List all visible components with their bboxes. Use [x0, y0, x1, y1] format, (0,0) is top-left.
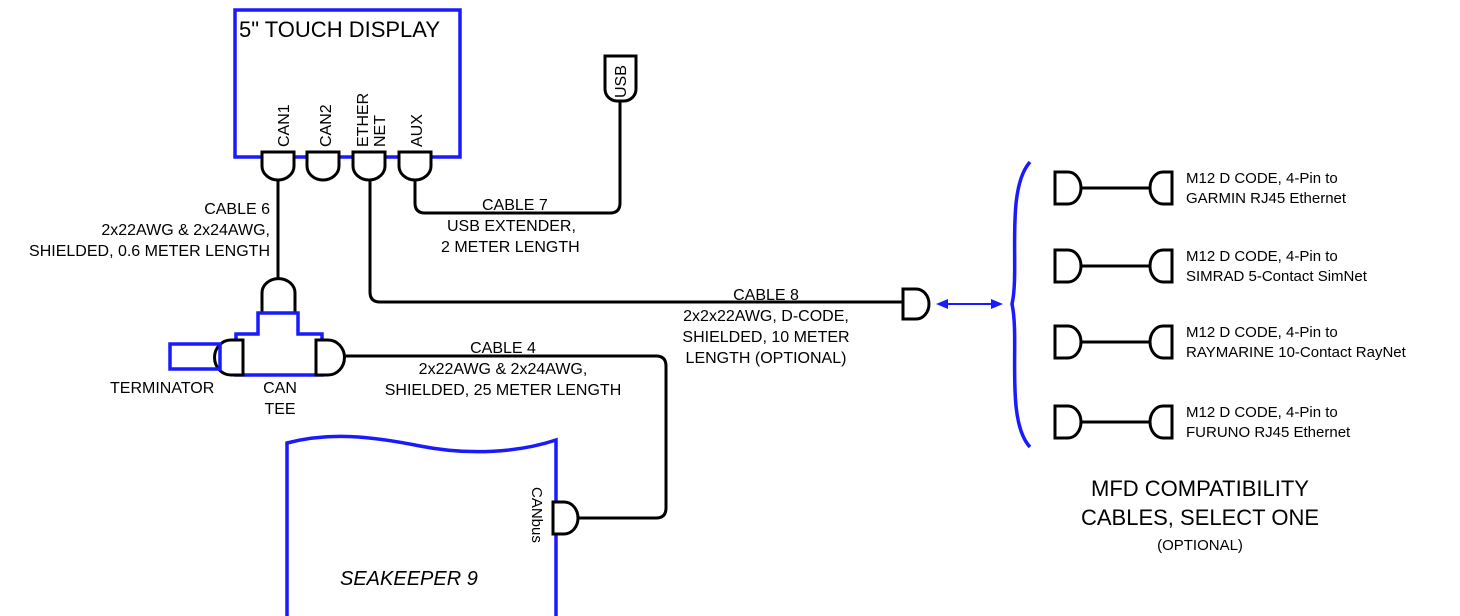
mfd-option-line2: RAYMARINE 10-Contact RayNet: [1186, 344, 1407, 361]
cable8-connector: [901, 287, 931, 321]
terminator-outline: [168, 342, 222, 371]
port-label-net: NET: [372, 115, 389, 147]
mfd-option-right-connector: [1148, 170, 1174, 206]
mfd-option-line1: M12 D CODE, 4-Pin to: [1186, 324, 1338, 341]
mfd-option-left-connector: [1053, 248, 1083, 284]
can2-connector: [305, 150, 341, 182]
seakeeper-unit: SEAKEEPER 9 CANbus: [285, 434, 580, 616]
cable7-label: CABLE 7 USB EXTENDER, 2 METER LENGTH: [441, 197, 580, 256]
cable4-title: CABLE 4: [470, 340, 536, 357]
can-tee-right-connector: [314, 338, 346, 377]
mfd-option-line1: M12 D CODE, 4-Pin to: [1186, 404, 1338, 421]
mfd-option-right-connector: [1148, 324, 1174, 360]
cable4-label: CABLE 4 2x22AWG & 2x24AWG, SHIELDED, 25 …: [385, 340, 622, 399]
cable7-title: CABLE 7: [482, 197, 548, 214]
cable6-label: CABLE 6 2x22AWG & 2x24AWG, SHIELDED, 0.6…: [29, 201, 270, 260]
mfd-option-simrad: M12 D CODE, 4-Pin to SIMRAD 5-Contact Si…: [1053, 248, 1368, 285]
mfd-option-line1: M12 D CODE, 4-Pin to: [1186, 170, 1338, 187]
touch-display-title: 5" TOUCH DISPLAY: [239, 17, 440, 42]
mfd-option-left-connector: [1053, 324, 1083, 360]
cable7-line1: USB EXTENDER,: [447, 218, 576, 235]
mfd-option-line2: GARMIN RJ45 Ethernet: [1186, 190, 1347, 207]
mfd-caption: MFD COMPATIBILITY CABLES, SELECT ONE (OP…: [1081, 476, 1319, 554]
cable6-line2: SHIELDED, 0.6 METER LENGTH: [29, 243, 270, 260]
cable6-title: CABLE 6: [204, 201, 270, 218]
seakeeper-title: SEAKEEPER 9: [340, 568, 478, 590]
mfd-option-line2: FURUNO RJ45 Ethernet: [1186, 424, 1351, 441]
double-arrow-icon: [936, 299, 1003, 309]
mfd-caption-line1: MFD COMPATIBILITY: [1091, 476, 1309, 501]
canbus-connector: [551, 500, 580, 536]
mfd-option-line2: SIMRAD 5-Contact SimNet: [1186, 268, 1368, 285]
cable7-wire: [413, 101, 622, 215]
mfd-option-raymarine: M12 D CODE, 4-Pin to RAYMARINE 10-Contac…: [1053, 324, 1407, 361]
usb-label: USB: [613, 65, 630, 98]
usb-connector: [603, 54, 638, 103]
cable8-line1: 2x2x22AWG, D-CODE,: [683, 308, 849, 325]
mfd-caption-line2: CABLES, SELECT ONE: [1081, 505, 1319, 530]
mfd-option-right-connector: [1148, 248, 1174, 284]
mfd-option-left-connector: [1053, 404, 1083, 440]
port-label-ether: ETHER: [355, 93, 372, 147]
touch-display: 5" TOUCH DISPLAY CAN1 CAN2 ETHER NET AUX: [233, 8, 462, 182]
port-label-aux: AUX: [409, 114, 426, 147]
cable4-line1: 2x22AWG & 2x24AWG,: [419, 361, 588, 378]
mfd-option-furuno: M12 D CODE, 4-Pin to FURUNO RJ45 Etherne…: [1053, 404, 1351, 441]
can1-connector: [260, 150, 296, 182]
can-tee-line1: CAN: [263, 380, 297, 397]
ethernet-connector: [351, 150, 387, 182]
mfd-option-line1: M12 D CODE, 4-Pin to: [1186, 248, 1338, 265]
mfd-option-left-connector: [1053, 170, 1083, 206]
cable4-wire: [344, 354, 668, 520]
cable8-line2: SHIELDED, 10 METER: [682, 329, 849, 346]
options-bracket: [1010, 160, 1032, 449]
cable8-line3: LENGTH (OPTIONAL): [686, 350, 847, 367]
can-tee-line2: TEE: [264, 401, 295, 418]
cable8-title: CABLE 8: [733, 287, 799, 304]
port-label-can2: CAN2: [318, 104, 335, 147]
terminator: TERMINATOR: [110, 342, 222, 397]
cable4-line2: SHIELDED, 25 METER LENGTH: [385, 382, 622, 399]
terminator-label: TERMINATOR: [110, 380, 214, 397]
port-label-can1: CAN1: [276, 104, 293, 147]
seakeeper-outline: [285, 434, 558, 616]
usb-plug: USB: [603, 54, 638, 103]
cable7-line2: 2 METER LENGTH: [441, 239, 580, 256]
mfd-option-right-connector: [1148, 404, 1174, 440]
cable6-line1: 2x22AWG & 2x24AWG,: [101, 222, 270, 239]
mfd-option-garmin: M12 D CODE, 4-Pin to GARMIN RJ45 Etherne…: [1053, 170, 1347, 207]
can-tee-outline: [234, 311, 324, 377]
can-tee-top-connector: [260, 277, 297, 315]
canbus-label: CANbus: [528, 487, 545, 543]
mfd-caption-line3: (OPTIONAL): [1157, 537, 1243, 554]
touch-display-outline: [233, 8, 462, 159]
aux-connector: [397, 150, 433, 182]
cable8-wire: [368, 180, 903, 304]
can-tee: CAN TEE: [213, 277, 346, 418]
cable8-label: CABLE 8 2x2x22AWG, D-CODE, SHIELDED, 10 …: [682, 287, 849, 367]
